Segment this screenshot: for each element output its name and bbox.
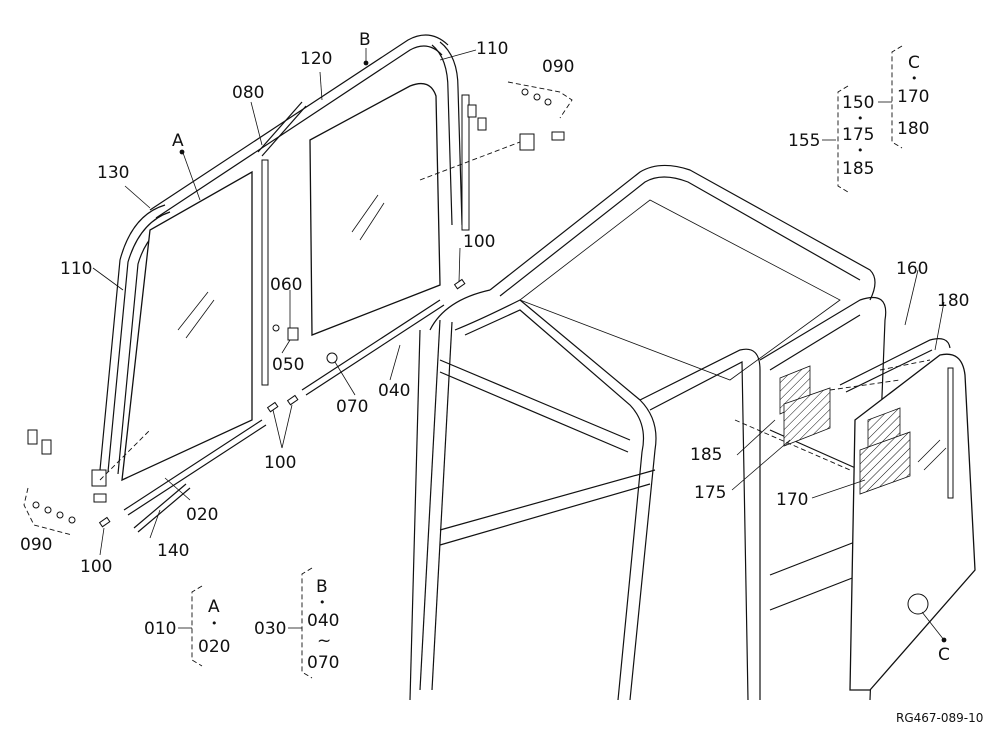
- legend-150: 150: [842, 93, 874, 113]
- legend-dot-2: •: [857, 144, 864, 157]
- callout-b: B: [359, 30, 371, 50]
- legend-dot-1: •: [857, 112, 864, 125]
- frame-130: [99, 204, 166, 471]
- legend-030-b: B: [316, 577, 328, 597]
- callout-100-mid: 100: [463, 232, 495, 252]
- knob-070: [326, 352, 338, 364]
- pin-100-b: [286, 394, 299, 406]
- drawing-code: RG467-089-10: [896, 711, 983, 725]
- callout-090-low: 090: [20, 535, 52, 555]
- callout-140: 140: [157, 541, 189, 561]
- legend-020: 020: [198, 637, 230, 657]
- latch-plate-a: [467, 104, 477, 118]
- callout-120: 120: [300, 49, 332, 69]
- callout-110-top: 110: [476, 39, 508, 59]
- callout-130: 130: [97, 163, 129, 183]
- callout-040: 040: [378, 381, 410, 401]
- glass-a: [121, 170, 253, 482]
- rear-window-c: [839, 338, 976, 691]
- callout-180: 180: [937, 291, 969, 311]
- rail-020: [123, 419, 263, 511]
- seal-170: [859, 431, 911, 495]
- pin-100-d: [98, 516, 111, 528]
- latch-090-bottom: [91, 469, 107, 487]
- legend-bottom: 010 A • 020 030 B • 040 ~ 070: [144, 567, 339, 679]
- divider-060: [261, 159, 269, 386]
- cab-frame: [409, 164, 931, 701]
- callout-labels: 120 B 110 090 080 A 130 110 100 060 050 …: [20, 30, 969, 665]
- glass-c: [849, 353, 976, 691]
- legend-010-a: A: [208, 597, 220, 617]
- legend-040: 040: [307, 611, 339, 631]
- legend-155: 155: [788, 131, 820, 151]
- legend-070: 070: [307, 653, 339, 673]
- callout-170: 170: [776, 490, 808, 510]
- pin-100-c: [453, 278, 466, 290]
- legend-180: 180: [897, 119, 929, 139]
- roof-outline: [489, 164, 876, 301]
- seal-175: [783, 387, 831, 447]
- latch-plate-b: [27, 429, 38, 445]
- callout-070: 070: [336, 397, 368, 417]
- callout-100-bot: 100: [80, 557, 112, 577]
- legend-010: 010: [144, 619, 176, 639]
- screw-060: [272, 324, 280, 332]
- frame-110-right: [431, 44, 453, 226]
- callout-020: 020: [186, 505, 218, 525]
- callout-060: 060: [270, 275, 302, 295]
- clip-050: [287, 327, 299, 341]
- callout-080: 080: [232, 83, 264, 103]
- callout-175: 175: [694, 483, 726, 503]
- glass-b: [309, 82, 441, 336]
- pin-100-a: [266, 401, 279, 413]
- legend-dot-3: •: [911, 72, 918, 85]
- rail-040: [301, 299, 441, 391]
- leader-lines: [92, 48, 947, 643]
- callout-100-low: 100: [264, 453, 296, 473]
- legend-030: 030: [254, 619, 286, 639]
- legend-dot-4: •: [211, 617, 218, 630]
- front-window-assembly: [23, 34, 573, 536]
- rail-140: [133, 483, 187, 529]
- frame-120: [149, 34, 449, 211]
- callout-090-top: 090: [542, 57, 574, 77]
- hole-c: [907, 593, 929, 615]
- legend-c: C: [908, 53, 920, 73]
- legend-175: 175: [842, 125, 874, 145]
- strip-160: [839, 338, 951, 386]
- callout-110-left: 110: [60, 259, 92, 279]
- legend-185: 185: [842, 159, 874, 179]
- callout-050: 050: [272, 355, 304, 375]
- callout-185: 185: [690, 445, 722, 465]
- legend-top: 155 150 • 175 • 185 C • 170 180: [788, 45, 929, 193]
- latch-090-top: [519, 133, 535, 151]
- legend-170: 170: [897, 87, 929, 107]
- callout-160: 160: [896, 259, 928, 279]
- callout-c: C: [938, 645, 950, 665]
- legend-tilde: ~: [317, 631, 331, 651]
- callout-a: A: [172, 131, 184, 151]
- legend-dot-5: •: [319, 596, 326, 609]
